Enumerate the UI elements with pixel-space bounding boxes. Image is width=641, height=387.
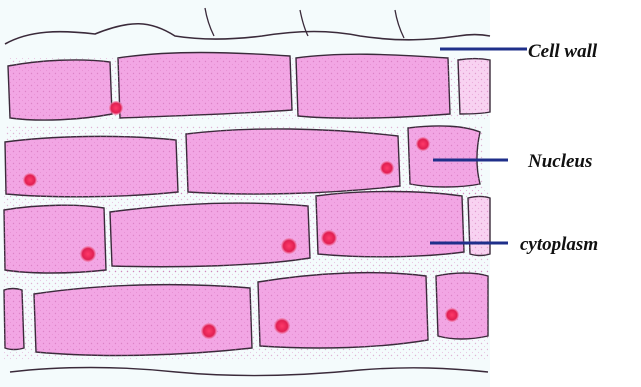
nucleus [201,323,217,339]
cell-row-4 [4,270,488,360]
cell-row-1 [8,53,490,121]
cell-row-3 [4,190,490,274]
cytoplasm-label: cytoplasm [520,235,598,254]
nucleus [274,318,290,334]
nucleus [23,173,37,187]
cytoplasm-texture [5,126,483,198]
nucleus [416,137,430,151]
nucleus [80,246,96,262]
cell-row-2 [5,126,483,198]
nucleus [445,308,459,322]
nucleus [109,101,123,115]
nucleus-label: Nucleus [528,152,592,171]
cytoplasm-texture [4,190,490,274]
nucleus [281,238,297,254]
cytoplasm-texture [4,270,488,360]
cell-wall-label: Cell wall [528,42,597,61]
nucleus [321,230,337,246]
nucleus [380,161,394,175]
cytoplasm-texture [8,58,490,120]
